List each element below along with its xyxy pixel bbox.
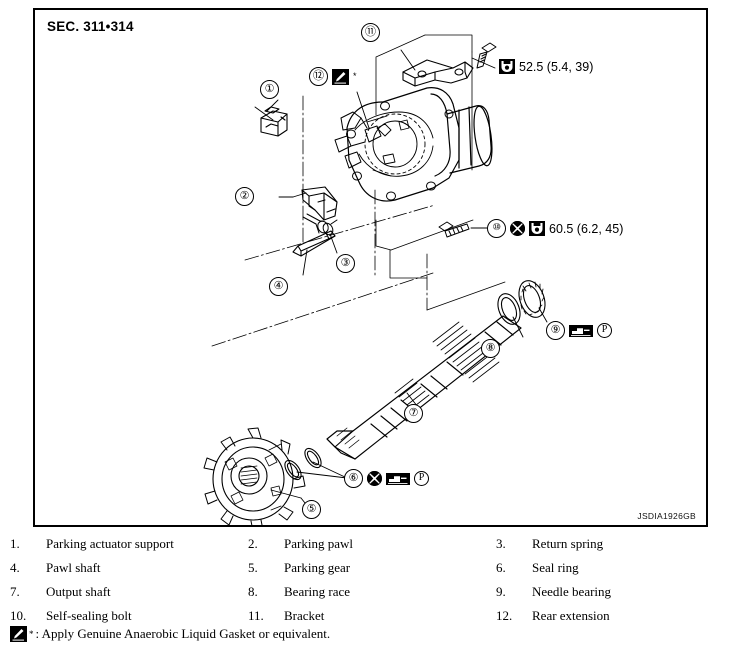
footnote-asterisk: * [29, 628, 34, 639]
no-reuse-icon [510, 221, 525, 236]
gasket-footnote: * : Apply Genuine Anaerobic Liquid Gaske… [10, 626, 330, 642]
legend-item-7: 7. Output shaft [0, 584, 248, 600]
legend-item-5: 5. Parking gear [248, 560, 496, 576]
gasket-icon [10, 626, 27, 642]
footnote-text: : Apply Genuine Anaerobic Liquid Gasket … [35, 626, 331, 641]
parts-legend: 1. Parking actuator support 2. Parking p… [0, 536, 741, 632]
legend-row: 10. Self-sealing bolt 11. Bracket 12. Re… [0, 608, 741, 624]
callout-2[interactable]: ② [235, 187, 254, 206]
callout-1[interactable]: ① [260, 80, 279, 99]
grease-icon [569, 324, 593, 337]
callout-3[interactable]: ③ [336, 254, 355, 273]
gasket-icon [332, 68, 349, 85]
diagram-frame: SEC. 311•314 JSDIA1926GB [33, 8, 708, 527]
legend-item-10: 10. Self-sealing bolt [0, 608, 248, 624]
callout-6[interactable]: ⑥ [344, 469, 363, 488]
legend-number: 10. [10, 608, 27, 623]
legend-label: Pawl shaft [46, 560, 101, 575]
grease-icon [386, 472, 410, 485]
legend-label: Bracket [284, 608, 325, 623]
section-title: SEC. 311•314 [47, 19, 134, 34]
bracket-bolt-torque-value: 52.5 (5.4, 39) [519, 59, 594, 74]
legend-number: 11. [248, 608, 264, 623]
callout-8[interactable]: ⑧ [481, 339, 500, 358]
no-reuse-icon [367, 471, 382, 486]
exploded-view-illustration [203, 34, 548, 525]
legend-row: 7. Output shaft 8. Bearing race 9. Needl… [0, 584, 741, 600]
legend-number: 6. [496, 560, 506, 575]
legend-item-6: 6. Seal ring [496, 560, 741, 576]
callout-10[interactable]: ⑩ [487, 219, 506, 238]
seal-ring-lube-spec: ⑥ P [344, 469, 429, 488]
legend-number: 5. [248, 560, 258, 575]
gasket-asterisk: * [353, 71, 357, 81]
needle-bearing-lube-spec: ⑨ P [546, 321, 612, 340]
legend-item-12: 12. Rear extension [496, 608, 741, 624]
legend-label: Rear extension [532, 608, 610, 623]
callout-11[interactable]: ⑪ [361, 23, 380, 42]
rear-extension-gasket-spec: ⑫ * [309, 67, 357, 86]
legend-row: 1. Parking actuator support 2. Parking p… [0, 536, 741, 552]
legend-number: 9. [496, 584, 506, 599]
legend-item-1: 1. Parking actuator support [0, 536, 248, 552]
legend-item-8: 8. Bearing race [248, 584, 496, 600]
legend-label: Seal ring [532, 560, 579, 575]
legend-number: 2. [248, 536, 258, 551]
legend-number: 8. [248, 584, 258, 599]
legend-number: 3. [496, 536, 506, 551]
legend-label: Return spring [532, 536, 604, 551]
legend-label: Needle bearing [532, 584, 612, 599]
legend-label: Parking gear [284, 560, 351, 575]
legend-item-4: 4. Pawl shaft [0, 560, 248, 576]
legend-number: 1. [10, 536, 20, 551]
legend-item-2: 2. Parking pawl [248, 536, 496, 552]
callout-5[interactable]: ⑤ [302, 500, 321, 519]
torque-icon [499, 59, 515, 74]
legend-number: 7. [10, 584, 20, 599]
callout-4[interactable]: ④ [269, 277, 288, 296]
petroleum-icon: P [597, 323, 612, 338]
callout-9[interactable]: ⑨ [546, 321, 565, 340]
legend-label: Bearing race [284, 584, 351, 599]
legend-number: 12. [496, 608, 513, 623]
legend-item-9: 9. Needle bearing [496, 584, 741, 600]
legend-label: Self-sealing bolt [46, 608, 132, 623]
bracket-bolt-torque-spec: 52.5 (5.4, 39) [499, 59, 593, 74]
self-sealing-bolt-torque-value: 60.5 (6.2, 45) [549, 221, 624, 236]
legend-item-11: 11. Bracket [248, 608, 496, 624]
legend-number: 4. [10, 560, 20, 575]
self-sealing-bolt-torque-spec: ⑩ 60.5 (6.2, 45) [487, 219, 623, 238]
torque-icon [529, 221, 545, 236]
petroleum-icon: P [414, 471, 429, 486]
callout-7[interactable]: ⑦ [404, 404, 423, 423]
legend-row: 4. Pawl shaft 5. Parking gear 6. Seal ri… [0, 560, 741, 576]
legend-label: Parking actuator support [46, 536, 174, 551]
callout-12[interactable]: ⑫ [309, 67, 328, 86]
diagram-id-code: JSDIA1926GB [637, 511, 696, 521]
legend-label: Parking pawl [284, 536, 353, 551]
legend-label: Output shaft [46, 584, 111, 599]
legend-item-3: 3. Return spring [496, 536, 741, 552]
